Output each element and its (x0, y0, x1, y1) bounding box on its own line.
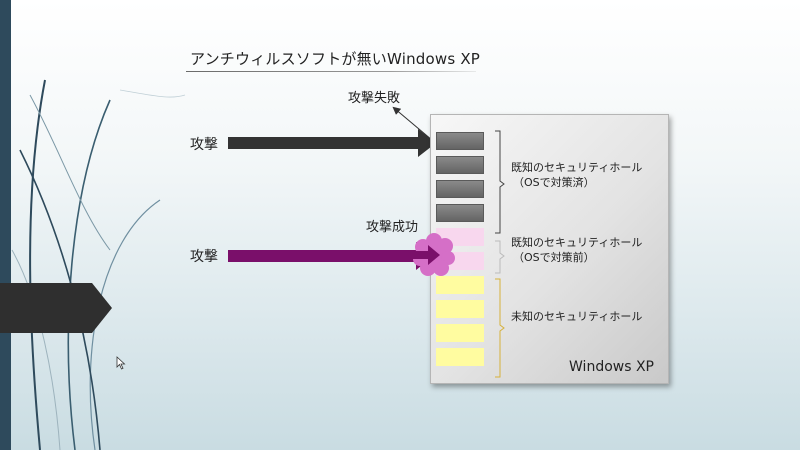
group-label-unpatched: 既知のセキュリティホール （OSで対策前） (511, 235, 642, 265)
windows-xp-box: 既知のセキュリティホール （OSで対策済） 既知のセキュリティホール （OSで対… (430, 114, 669, 384)
decorative-curves (11, 79, 186, 450)
left-accent-bar (0, 0, 11, 450)
group-label-unpatched-line2: （OSで対策前） (513, 251, 595, 264)
unknown-hole-block (436, 324, 484, 342)
attack-result-succeeded: 攻撃成功 (366, 220, 419, 235)
windows-xp-label: Windows XP (569, 359, 654, 375)
group-label-unpatched-line1: 既知のセキュリティホール (511, 236, 643, 249)
navigation-tab[interactable] (0, 0, 120, 450)
attack-arrow-succeeded (228, 242, 434, 270)
title-underline (186, 71, 476, 72)
group-braces (495, 130, 505, 378)
group-label-patched: 既知のセキュリティホール （OSで対策済） (511, 160, 642, 190)
mouse-pointer-icon (116, 356, 126, 370)
patched-hole-block (436, 156, 484, 174)
group-label-unknown-line1: 未知のセキュリティホール (511, 310, 643, 323)
group-label-patched-line1: 既知のセキュリティホール (511, 161, 643, 174)
slide-title: アンチウィルスソフトが無いWindows XP (190, 50, 481, 68)
group-label-unknown: 未知のセキュリティホール (511, 309, 642, 324)
group-label-patched-line2: （OSで対策済） (513, 176, 595, 189)
unknown-hole-block (436, 276, 484, 294)
attack-result-failed: 攻撃失敗 (348, 91, 401, 106)
patched-hole-block (436, 132, 484, 150)
impact-burst-icon (412, 233, 455, 276)
patched-hole-block (436, 180, 484, 198)
unknown-hole-block (436, 348, 484, 366)
unknown-hole-block (436, 300, 484, 318)
attack-label-1: 攻撃 (190, 137, 218, 153)
patched-hole-block (436, 204, 484, 222)
attack-label-2: 攻撃 (190, 249, 218, 265)
